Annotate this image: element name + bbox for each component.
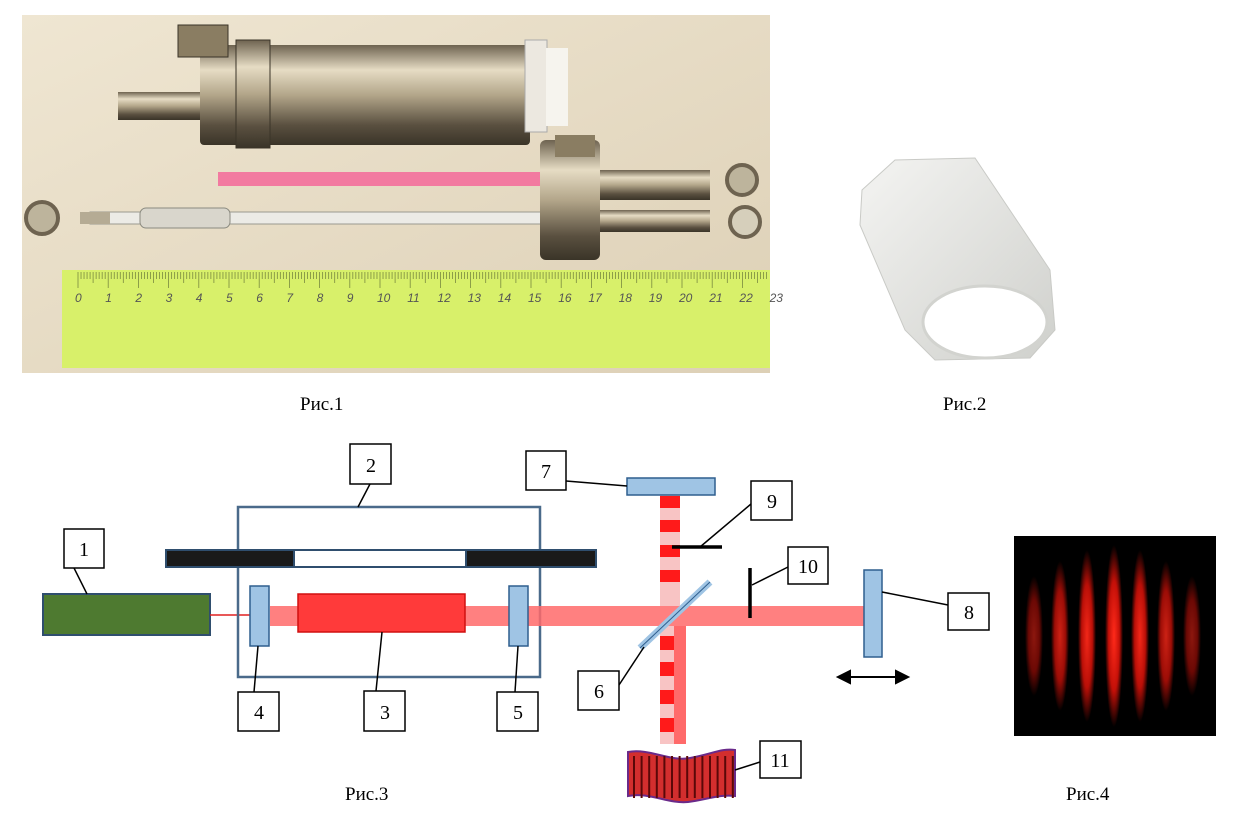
mirror-8 (863, 569, 883, 658)
active-element (297, 593, 466, 633)
svg-text:3: 3 (380, 702, 390, 724)
callout-7: 7 (525, 450, 628, 491)
ruler-number: 17 (588, 291, 603, 305)
mirror-4 (249, 585, 270, 647)
ruler-number: 4 (196, 291, 203, 305)
ruler-number: 9 (347, 291, 354, 305)
electrode-window (293, 549, 467, 568)
svg-text:4: 4 (254, 702, 264, 724)
callout-8: 8 (881, 591, 990, 631)
ruler-number: 20 (678, 291, 693, 305)
beam-dash-down (660, 636, 674, 732)
electrode-left (165, 549, 295, 568)
svg-text:5: 5 (513, 702, 523, 724)
callout-4: 4 (237, 645, 280, 732)
callout-9: 9 (699, 480, 793, 548)
callout-6: 6 (577, 646, 645, 711)
detector-screen (627, 748, 736, 804)
ruler-number: 0 (75, 291, 82, 305)
beamsplitter-edge (639, 581, 711, 649)
mirror-7 (626, 477, 716, 496)
fringe-band (1183, 576, 1201, 696)
ruler-number: 18 (619, 291, 633, 305)
svg-text:8: 8 (964, 602, 974, 624)
beam-dash-up (660, 496, 680, 582)
small-ring-left (24, 200, 60, 236)
callout-11: 11 (734, 740, 802, 779)
move-arrow (835, 669, 911, 685)
callout-1: 1 (63, 528, 105, 595)
electrode-right (465, 549, 597, 568)
ruler-number: 12 (437, 291, 451, 305)
callout-3: 3 (363, 631, 406, 732)
fringe-band (1051, 561, 1069, 711)
ruler-number: 11 (407, 291, 419, 305)
fringe-band (1105, 545, 1123, 727)
svg-text:7: 7 (541, 461, 551, 483)
fringe-band (1025, 576, 1043, 696)
callout-5: 5 (496, 645, 539, 732)
ruler-number: 19 (649, 291, 663, 305)
ruler-number: 15 (528, 291, 542, 305)
fig2-caption: Рис.2 (943, 394, 986, 415)
ruler-number: 8 (317, 291, 324, 305)
fringe-band (1078, 550, 1096, 722)
small-ring-right-2 (728, 205, 762, 239)
ruler-number: 16 (558, 291, 572, 305)
fig4-interference-pattern (1014, 536, 1216, 736)
fig4-caption: Рис.4 (1066, 784, 1110, 805)
svg-text:10: 10 (798, 556, 818, 578)
fringe-band (1131, 550, 1149, 722)
small-ring-right (725, 163, 759, 197)
ruler-number: 1 (105, 291, 112, 305)
callout-10: 10 (751, 546, 829, 586)
mirror-5 (508, 585, 529, 647)
ruler-number: 10 (377, 291, 391, 305)
pump-source-block (42, 593, 211, 636)
fig3-caption: Рис.3 (345, 784, 388, 805)
ruler-number: 14 (498, 291, 512, 305)
beam-down-solid (674, 626, 686, 744)
ruler-number: 21 (708, 291, 722, 305)
callout-2: 2 (349, 443, 392, 508)
ruler-number: 13 (468, 291, 482, 305)
housing-box (236, 505, 542, 679)
ruler-number: 6 (256, 291, 263, 305)
fig3-scheme: 1 2 3 4 5 6 7 (42, 443, 990, 804)
ruler-number: 2 (134, 291, 142, 305)
svg-text:11: 11 (770, 750, 789, 772)
ruler-number: 3 (166, 291, 173, 305)
svg-text:9: 9 (767, 491, 777, 513)
ruler-number: 5 (226, 291, 233, 305)
fig1-caption: Рис.1 (300, 394, 343, 415)
fringe-band (1157, 561, 1175, 711)
fig2-ceramic-insert (859, 157, 1056, 361)
tube-cylinder (118, 24, 568, 149)
svg-text:1: 1 (79, 539, 89, 561)
svg-text:6: 6 (594, 681, 604, 703)
ruler-number: 7 (286, 291, 294, 305)
ruler-number: 22 (738, 291, 753, 305)
ruler-number: 23 (769, 291, 784, 305)
svg-text:2: 2 (366, 455, 376, 477)
flange-assembly (540, 135, 710, 260)
pink-rod (218, 172, 550, 186)
